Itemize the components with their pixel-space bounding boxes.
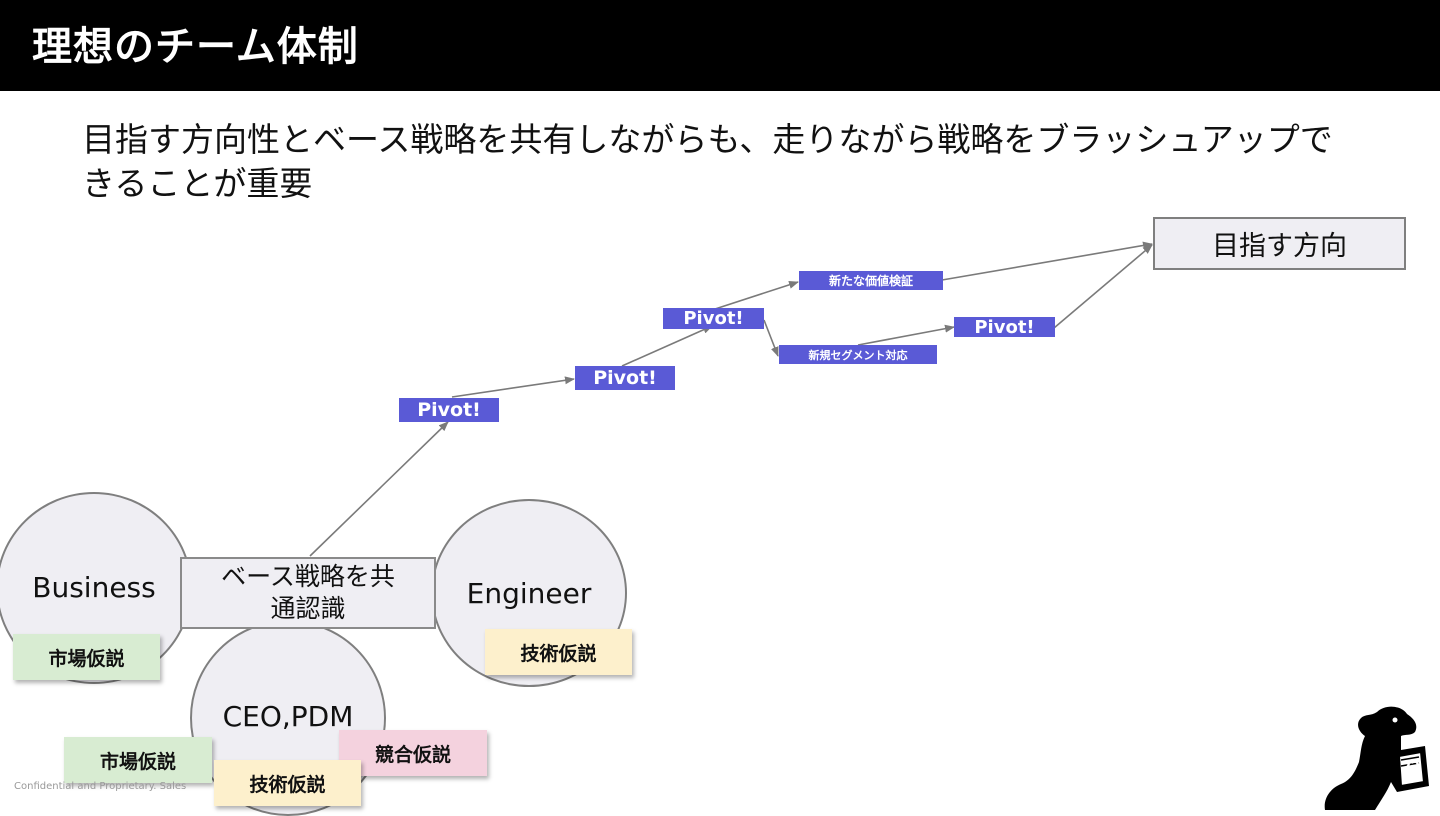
pivot-label-2: Pivot! xyxy=(575,366,675,390)
arrow-base-to-pivot1 xyxy=(309,421,449,557)
arrow-branch-lower-to-pivot4 xyxy=(857,324,955,346)
arrow-pivot3-to-branch-upper xyxy=(711,280,799,311)
ceo-pdm-label: CEO,PDM xyxy=(222,700,354,733)
page-title: 理想のチーム体制 xyxy=(32,24,359,70)
arrow-pivot4-to-target xyxy=(1053,244,1153,329)
dog-mascot-logo xyxy=(1324,706,1429,810)
branch-new-value-label: 新たな価値検証 xyxy=(799,271,943,290)
engineer-tech-hypothesis-note: 技術仮説 xyxy=(485,629,632,675)
branch-new-segment-label: 新規セグメント対応 xyxy=(779,345,937,364)
target-direction-box: 目指す方向 xyxy=(1153,217,1406,270)
ceo-tech-hypothesis-note: 技術仮説 xyxy=(214,760,361,806)
base-strategy-label: ベース戦略を共通認識 xyxy=(221,562,395,623)
pivot-label-3: Pivot! xyxy=(663,308,764,329)
ceo-competition-hypothesis-note: 競合仮説 xyxy=(339,730,487,776)
base-strategy-box: ベース戦略を共通認識 xyxy=(180,557,436,629)
pivot-label-1: Pivot! xyxy=(399,398,499,422)
arrow-branch-upper-to-target xyxy=(941,241,1153,281)
business-market-hypothesis-note: 市場仮説 xyxy=(13,634,160,680)
subtitle: 目指す方向性とベース戦略を共有しながらも、走りながら戦略をブラッシュアップできる… xyxy=(82,120,1333,203)
arrow-pivot2-to-pivot3 xyxy=(621,325,713,367)
page-number: 22 xyxy=(1401,760,1421,775)
arrow-pivot3-to-branch-lower xyxy=(763,319,779,357)
arrow-pivot1-to-pivot2 xyxy=(451,376,575,398)
pivot-label-4: Pivot! xyxy=(954,317,1055,338)
ceo-market-hypothesis-note: 市場仮説 xyxy=(64,737,212,783)
engineer-label: Engineer xyxy=(466,576,592,610)
business-label: Business xyxy=(32,570,156,604)
header-bar: 理想のチーム体制 xyxy=(0,0,1440,91)
confidential-footer: Confidential and Proprietary. Sales xyxy=(14,781,187,792)
